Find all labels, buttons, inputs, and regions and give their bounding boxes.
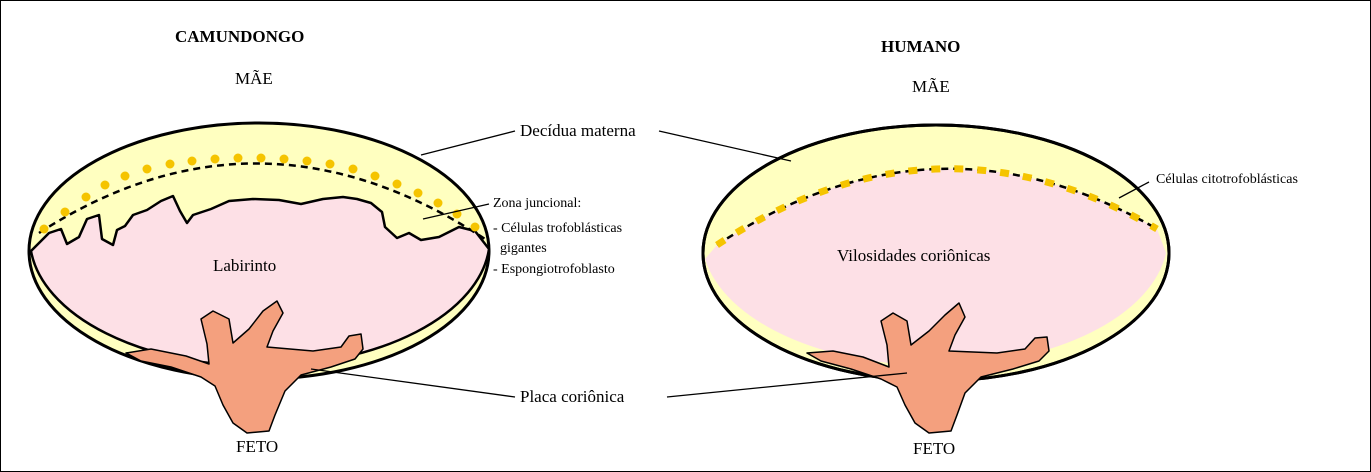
decidua-leader-left [421,131,515,155]
mouse-fetus-label: FETO [236,437,278,456]
decidua-leader-right [659,131,791,161]
cytotrophoblast-label: Células citotrofoblásticas [1156,172,1298,187]
decidua-label: Decídua materna [520,121,636,140]
mouse-placenta [29,123,489,433]
zone-item-1-label: - Células trofoblásticas [493,221,622,236]
mouse-mother-label: MÃE [235,69,273,88]
zone-title-label: Zona juncional: [493,196,581,211]
mouse-labyrinth-label: Labirinto [213,256,276,275]
plate-leader-left [311,369,515,397]
chorionic-plate-label: Placa coriônica [520,387,625,406]
human-title: HUMANO [881,37,960,56]
mouse-title: CAMUNDONGO [175,27,304,46]
human-fetus-label: FETO [913,439,955,458]
human-mother-label: MÃE [912,77,950,96]
zone-item-2-label: - Espongiotrofoblasto [493,262,615,277]
zone-item-1b-label: gigantes [500,241,547,256]
plate-leader-right [667,373,907,397]
human-villi-label: Vilosidades coriônicas [837,246,990,265]
